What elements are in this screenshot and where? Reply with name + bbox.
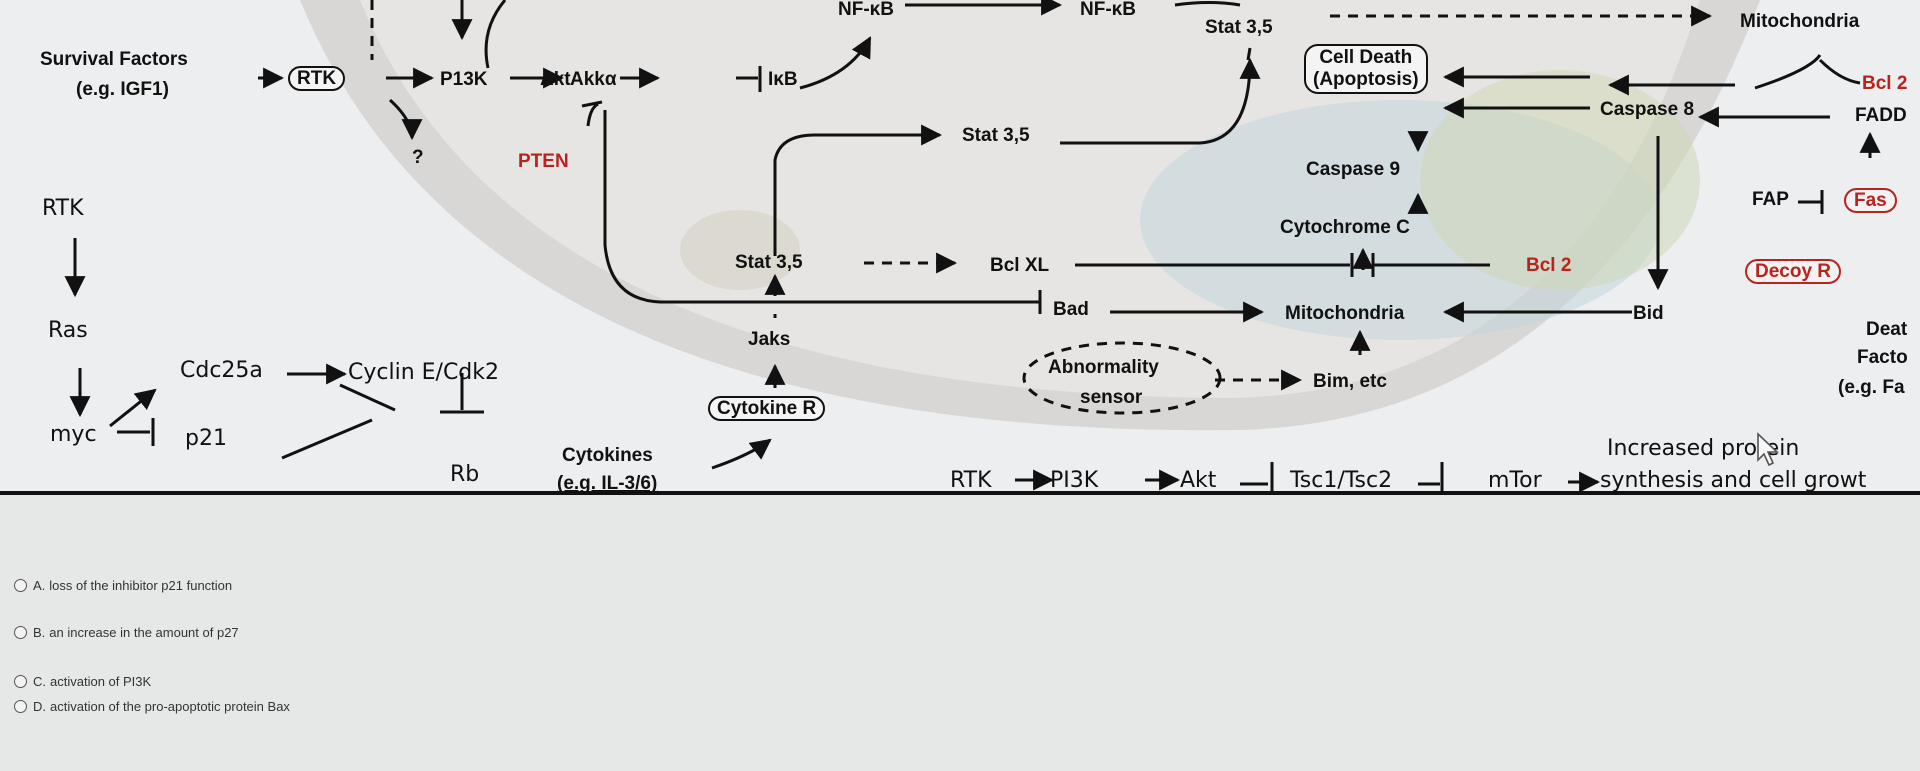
decoy-r-receptor: Decoy R [1745,259,1842,284]
death-factors-line3: (e.g. Fa [1838,377,1905,398]
caspase8-label: Caspase 8 [1600,99,1695,120]
nfkb-label-right: NF-κB [1080,0,1136,20]
choice-d[interactable]: D. activation of the pro-apoptotic prote… [14,696,290,716]
sensor-label: sensor [1080,387,1143,408]
ikb-label: IκB [768,69,798,90]
survival-example-label: (e.g. IGF1) [76,79,169,100]
choice-d-text: activation of the pro-apoptotic protein … [50,698,290,714]
hand-akt2-label: Akt [1180,468,1217,492]
bclxl-label: Bcl XL [990,255,1050,276]
radio-c-icon[interactable] [14,674,27,688]
choice-d-letter: D. [33,698,46,714]
diagram-arrows [64,0,1881,491]
fadd-label: FADD [1855,105,1907,126]
choice-c[interactable]: C. activation of PI3K [14,671,151,691]
choice-b-text: an increase in the amount of p27 [49,624,239,640]
answer-choices-area: A. loss of the inhibitor p21 function B.… [0,495,1920,771]
cell-death-box: Cell Death (Apoptosis) [1304,44,1428,94]
hand-tsc-label: Tsc1/Tsc2 [1290,468,1393,492]
cytokines-example-label: (e.g. IL-3/6) [557,473,658,491]
choice-c-text: activation of PI3K [50,673,152,689]
hand-mtor-label: mTor [1488,468,1542,492]
mitochondria-top-label: Mitochondria [1740,11,1860,32]
bad-label: Bad [1053,299,1089,320]
stat-low-label: Stat 3,5 [735,252,803,273]
hand-p21-label: p21 [185,426,227,451]
radio-a-icon[interactable] [14,578,27,592]
cytokines-label: Cytokines [562,445,653,466]
pten-label: PTEN [518,151,569,172]
hand-rb-label: Rb [450,462,480,487]
stat-mid-label: Stat 3,5 [962,125,1030,146]
survival-factors-label: Survival Factors [40,49,188,70]
death-factors-line1: Deat [1866,319,1908,340]
bim-label: Bim, etc [1313,371,1387,392]
caspase9-label: Caspase 9 [1306,159,1401,180]
hand-pi3k-label: PI3K [1050,468,1099,492]
mitochondria-mid-label: Mitochondria [1285,303,1405,324]
akka-label: Akkα [570,69,617,90]
abnormality-label: Abnormality [1048,357,1159,378]
bcl2-top-label: Bcl 2 [1862,73,1908,94]
death-factors-line2: Facto [1857,347,1908,368]
diagram-bottom-border [0,491,1920,495]
choice-a[interactable]: A. loss of the inhibitor p21 function [14,575,232,595]
choice-b-letter: B. [33,624,46,640]
rtk-box: RTK [288,66,346,91]
radio-d-icon[interactable] [14,699,27,713]
radio-b-icon[interactable] [14,625,27,639]
bid-label: Bid [1633,303,1664,324]
hand-increased-label: Increased protein [1607,436,1800,461]
mouse-pointer-icon [1757,432,1780,467]
choice-c-letter: C. [33,673,46,689]
hand-cyclin-label: Cyclin E/Cdk2 [348,360,500,385]
hand-ras-label: Ras [48,318,88,343]
question-label: ? [412,147,424,168]
cell-death-text: Cell Death [1319,47,1413,68]
choice-a-text: loss of the inhibitor p21 function [49,577,233,593]
hand-rtk-label: RTK [42,196,84,221]
hand-cdc25a-label: Cdc25a [180,358,263,383]
bcl2-mid-label: Bcl 2 [1526,255,1572,276]
choice-b[interactable]: B. an increase in the amount of p27 [14,622,239,642]
jaks-label: Jaks [748,329,791,350]
choice-a-letter: A. [33,577,46,593]
p13k-label: P13K [440,69,488,90]
akt-label: Akt [540,69,571,90]
cytochrome-c-label: Cytochrome C [1280,217,1410,238]
cytokine-r-box: Cytokine R [708,396,826,421]
fap-label: FAP [1752,189,1789,210]
diagram-image: NF-κB NF-κB Stat 3,5 Mitochondria Surviv… [40,0,1908,492]
stat-top-label: Stat 3,5 [1205,17,1273,38]
hand-myc-label: myc [50,422,97,447]
hand-rtk2-label: RTK [950,468,992,492]
fas-receptor: Fas [1844,188,1897,213]
apoptosis-text: (Apoptosis) [1313,68,1419,90]
nfkb-label-left: NF-κB [838,0,894,20]
hand-synthesis-label: synthesis and cell growt [1600,468,1867,492]
